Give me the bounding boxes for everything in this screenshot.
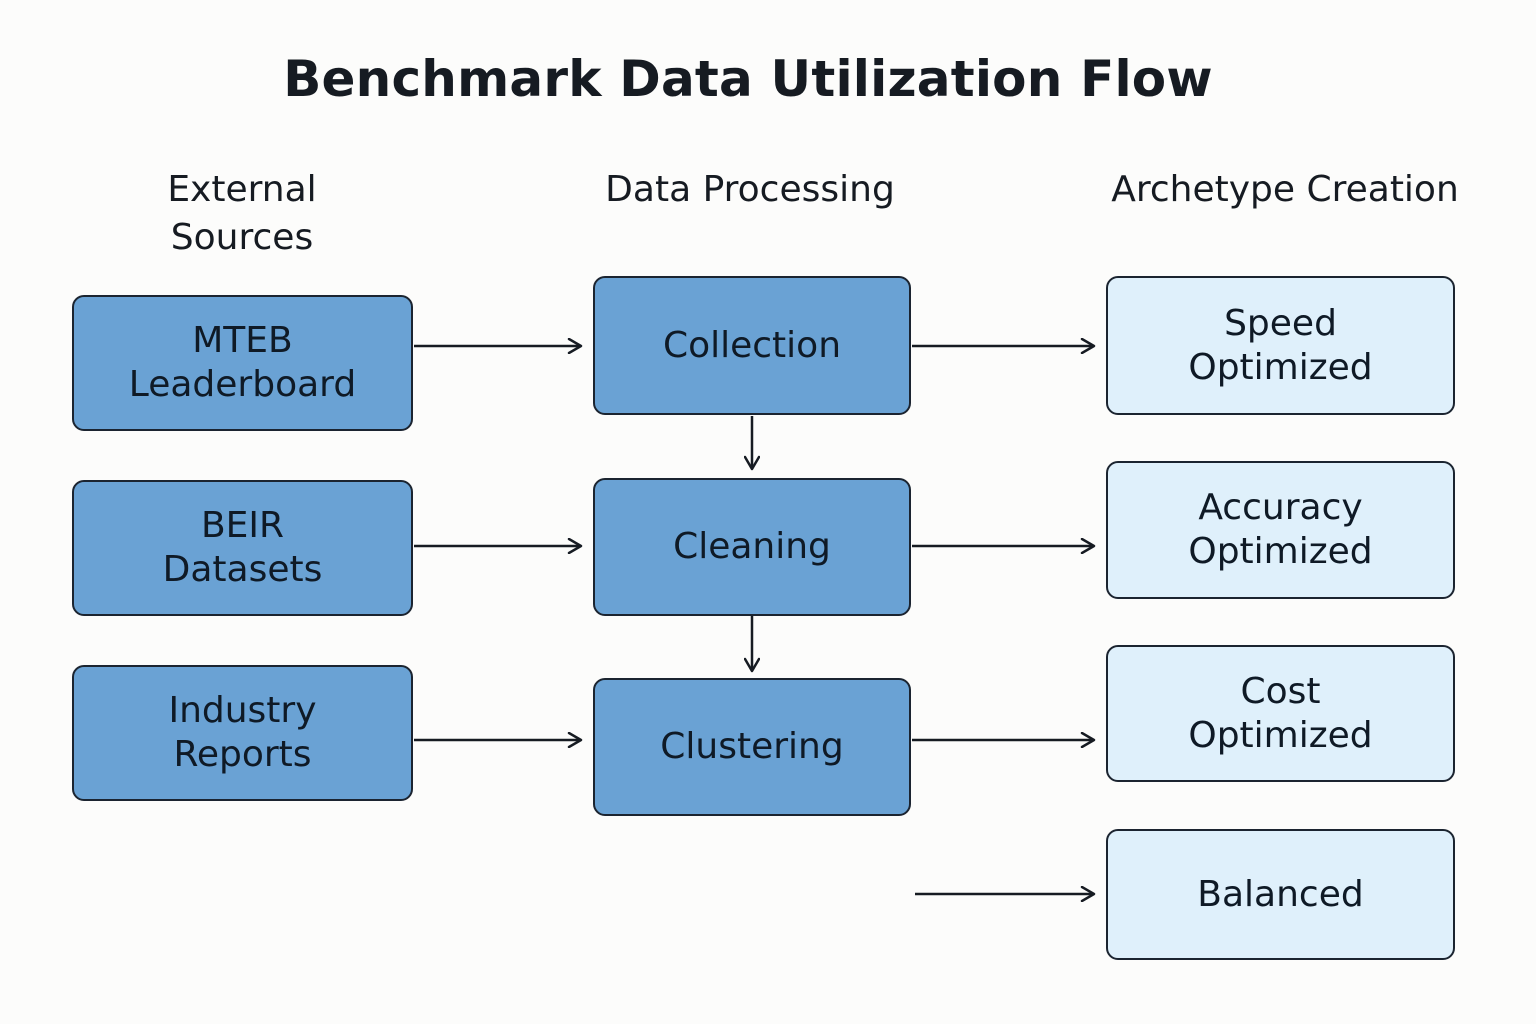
archetype-node-accuracy-optimized: Accuracy Optimized xyxy=(1106,461,1455,599)
diagram-title: Benchmark Data Utilization Flow xyxy=(283,50,1213,108)
column-header-data-processing: Data Processing xyxy=(605,169,895,210)
column-header-archetype-creation: Archetype Creation xyxy=(1111,169,1459,210)
source-node-industry-reports: Industry Reports xyxy=(72,665,413,801)
archetype-node-cost-optimized: Cost Optimized xyxy=(1106,645,1455,782)
processing-node-collection: Collection xyxy=(593,276,911,415)
archetype-node-speed-optimized: Speed Optimized xyxy=(1106,276,1455,415)
processing-node-cleaning: Cleaning xyxy=(593,478,911,616)
source-node-beir-datasets: BEIR Datasets xyxy=(72,480,413,616)
source-node-mteb-leaderboard: MTEB Leaderboard xyxy=(72,295,413,431)
column-header-external-sources: External Sources xyxy=(167,169,317,258)
processing-node-clustering: Clustering xyxy=(593,678,911,816)
archetype-node-balanced: Balanced xyxy=(1106,829,1455,960)
